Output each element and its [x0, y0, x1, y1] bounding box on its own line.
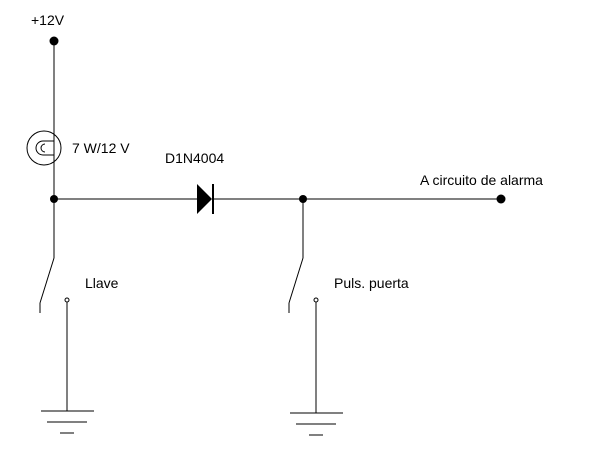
output-terminal-label: A circuito de alarma: [420, 172, 543, 188]
ground-icon: [41, 410, 94, 434]
key-switch-label: Llave: [85, 275, 119, 291]
diode-part-label: D1N4004: [165, 150, 224, 166]
supply-label: +12V: [31, 12, 65, 28]
output-terminal-dot: [496, 194, 506, 204]
diode-icon: [197, 184, 214, 214]
door-switch-label: Puls. puerta: [334, 275, 409, 291]
lamp-icon: [26, 130, 62, 166]
key-switch-icon: [39, 257, 70, 313]
ground-icon: [290, 412, 343, 436]
lamp-rating-label: 7 W/12 V: [72, 140, 130, 156]
door-switch-icon: [288, 257, 319, 313]
